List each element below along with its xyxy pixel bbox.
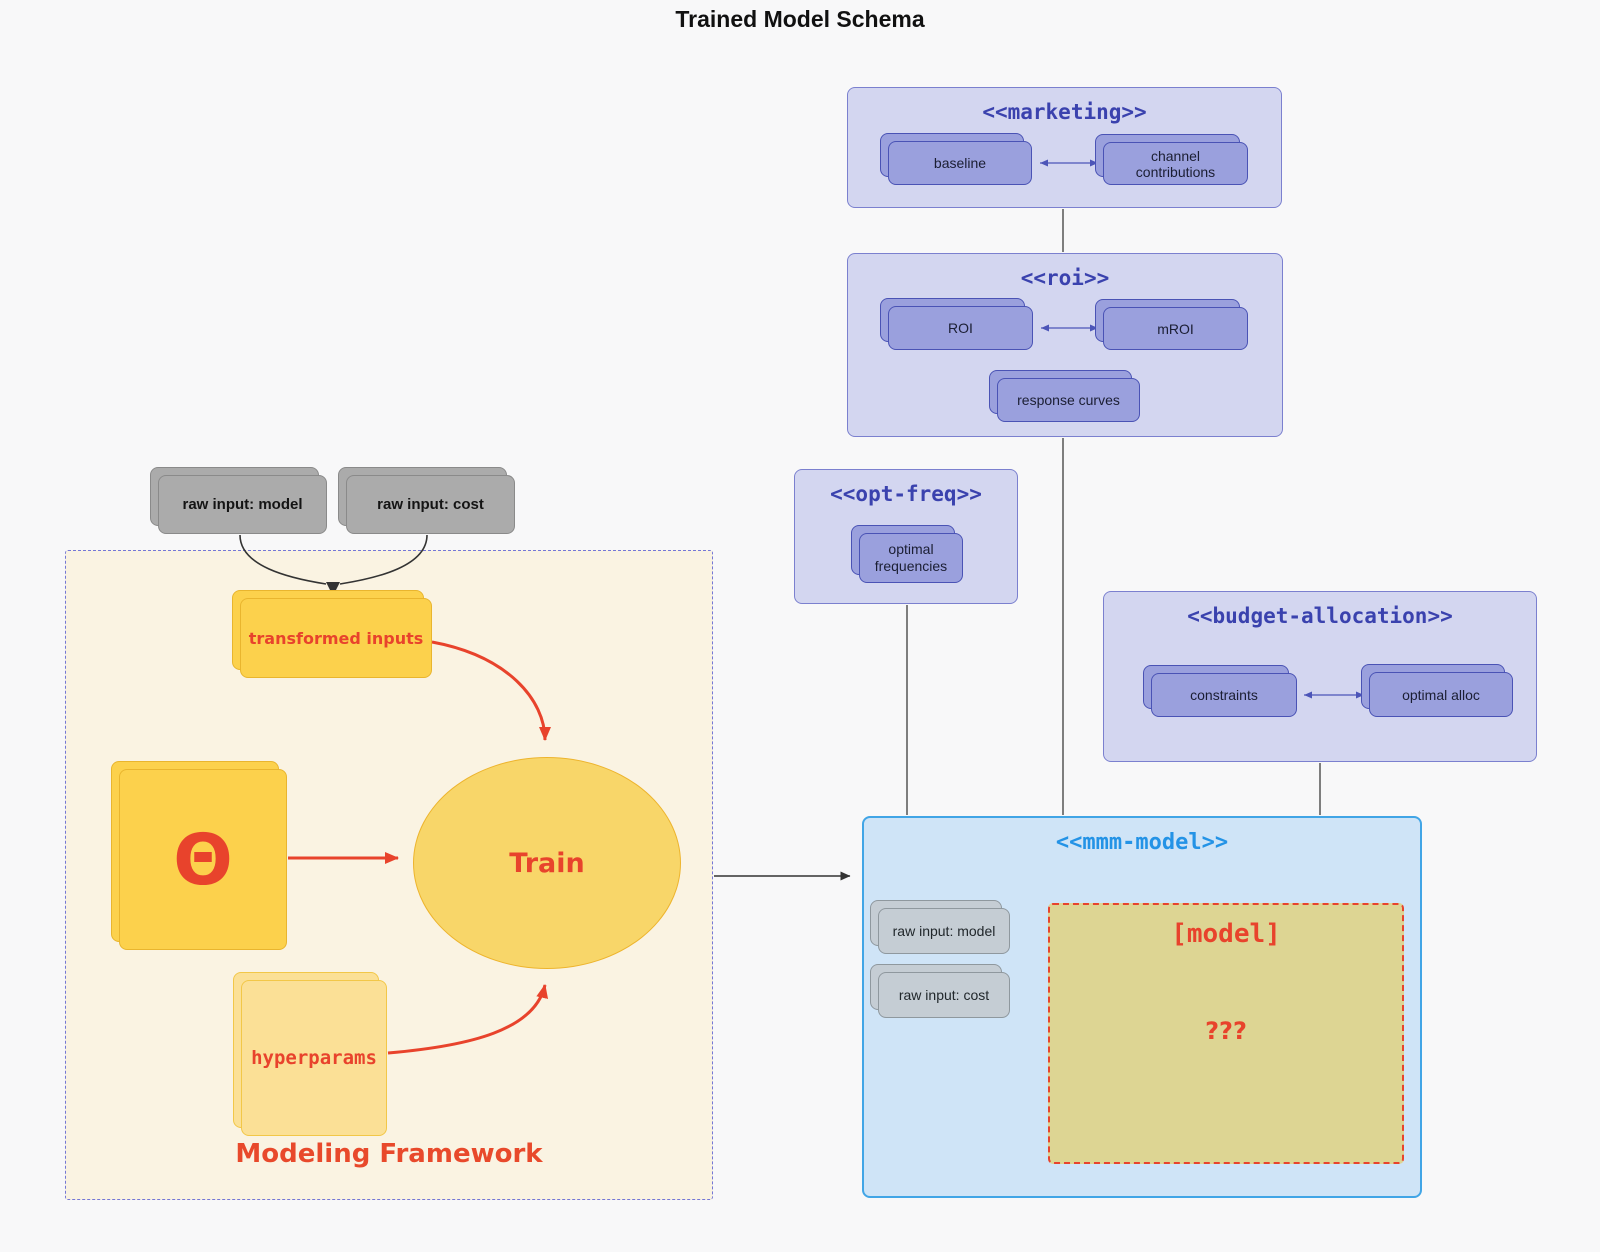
baseline-label: baseline <box>933 155 987 171</box>
response-curves-label: response curves <box>1017 392 1120 408</box>
model-placeholder-box: [model] ??? <box>1048 903 1404 1164</box>
optimal-frequencies-label: optimal frequencies <box>874 540 948 575</box>
opt-freq-group-title: <<opt-freq>> <box>830 482 982 506</box>
roi-group-title: <<roi>> <box>1020 266 1110 290</box>
mmm-raw-input-cost-label: raw input: cost <box>898 987 990 1003</box>
raw-input-model-label: raw input: model <box>182 496 303 513</box>
channel-contributions-node: channel contributions <box>1095 134 1248 185</box>
optimal-alloc-node: optimal alloc <box>1361 664 1513 717</box>
optimal-alloc-label: optimal alloc <box>1402 686 1480 703</box>
budget-allocation-group-title: <<budget-allocation>> <box>1187 604 1453 628</box>
train-node: Train <box>413 757 681 969</box>
transformed-inputs-node: transformed inputs <box>232 590 432 678</box>
constraints-label: constraints <box>1190 687 1258 703</box>
model-placeholder-label: [model] <box>1171 919 1281 949</box>
optimal-frequencies-node: optimal frequencies <box>851 525 963 583</box>
mmm-raw-input-model-label: raw input: model <box>892 923 996 939</box>
mroi-label: mROI <box>1157 320 1194 337</box>
theta-symbol: Θ <box>173 818 233 901</box>
theta-node: Θ <box>111 761 287 950</box>
hyperparams-node: hyperparams <box>233 972 387 1136</box>
hyperparams-label: hyperparams <box>251 1047 377 1069</box>
raw-input-model-node: raw input: model <box>150 467 327 534</box>
model-unknown-label: ??? <box>1205 1017 1247 1045</box>
mmm-raw-input-cost-node: raw input: cost <box>870 964 1010 1018</box>
modeling-framework-label: Modeling Framework <box>235 1139 543 1169</box>
baseline-node: baseline <box>880 133 1032 185</box>
mmm-raw-input-model-node: raw input: model <box>870 900 1010 954</box>
mroi-node: mROI <box>1095 299 1248 350</box>
raw-input-cost-label: raw input: cost <box>377 496 484 513</box>
response-curves-node: response curves <box>989 370 1140 422</box>
raw-input-cost-node: raw input: cost <box>338 467 515 534</box>
transformed-inputs-label: transformed inputs <box>248 628 424 648</box>
channel-contributions-label: channel contributions <box>1135 147 1216 180</box>
roi-label: ROI <box>948 320 973 336</box>
page-title: Trained Model Schema <box>675 6 925 32</box>
constraints-node: constraints <box>1143 665 1297 717</box>
marketing-group-title: <<marketing>> <box>982 100 1147 124</box>
train-label: Train <box>509 847 585 879</box>
mmm-model-group-title: <<mmm-model>> <box>1055 830 1229 855</box>
roi-node: ROI <box>880 298 1033 350</box>
